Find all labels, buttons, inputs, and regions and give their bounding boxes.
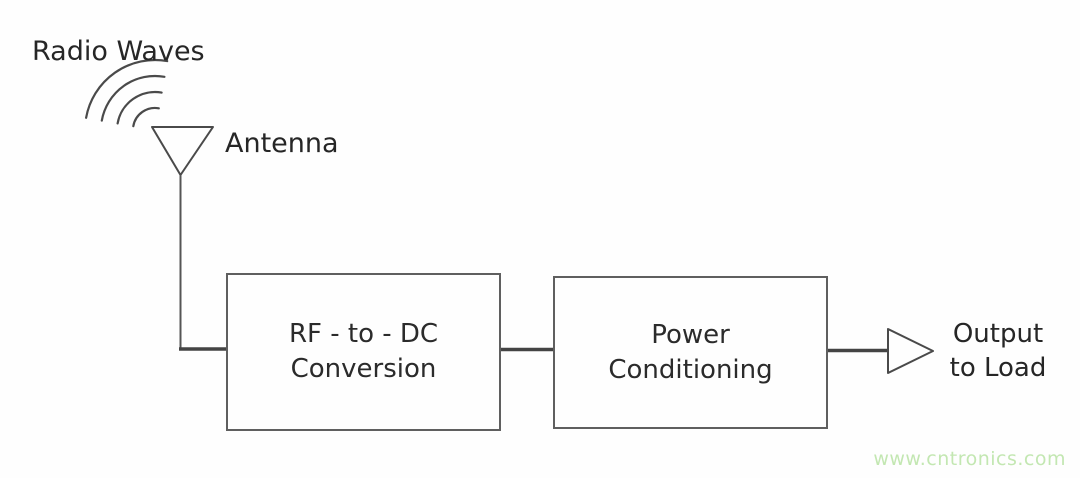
- output-label-line: Output: [952, 319, 1044, 349]
- antenna-icon: [151, 126, 214, 176]
- radio-waves-label: Radio Waves: [32, 36, 205, 67]
- block-rf-to-dc-conversion: RF - to - DC Conversion: [226, 273, 501, 431]
- block-power-conditioning: Power Conditioning: [553, 276, 828, 429]
- radio-wave-arc-1: [132, 106, 160, 128]
- block-label-line: Conversion: [290, 354, 437, 384]
- watermark-text: www.cntronics.com: [873, 448, 1066, 470]
- output-to-load-label: Output to Load: [944, 317, 1052, 385]
- output-label-line: to Load: [949, 353, 1047, 383]
- radio-waves-icon: [85, 58, 169, 128]
- radio-wave-arc-4: [85, 58, 169, 119]
- block-label-line: RF - to - DC: [288, 319, 439, 349]
- radio-wave-arc-2: [116, 90, 163, 125]
- radio-wave-arc-3: [100, 74, 166, 122]
- antenna-label: Antenna: [225, 128, 339, 159]
- block-label-line: Power: [651, 319, 730, 350]
- output-arrow-icon: [887, 328, 934, 374]
- block-label-line: Conditioning: [608, 354, 773, 385]
